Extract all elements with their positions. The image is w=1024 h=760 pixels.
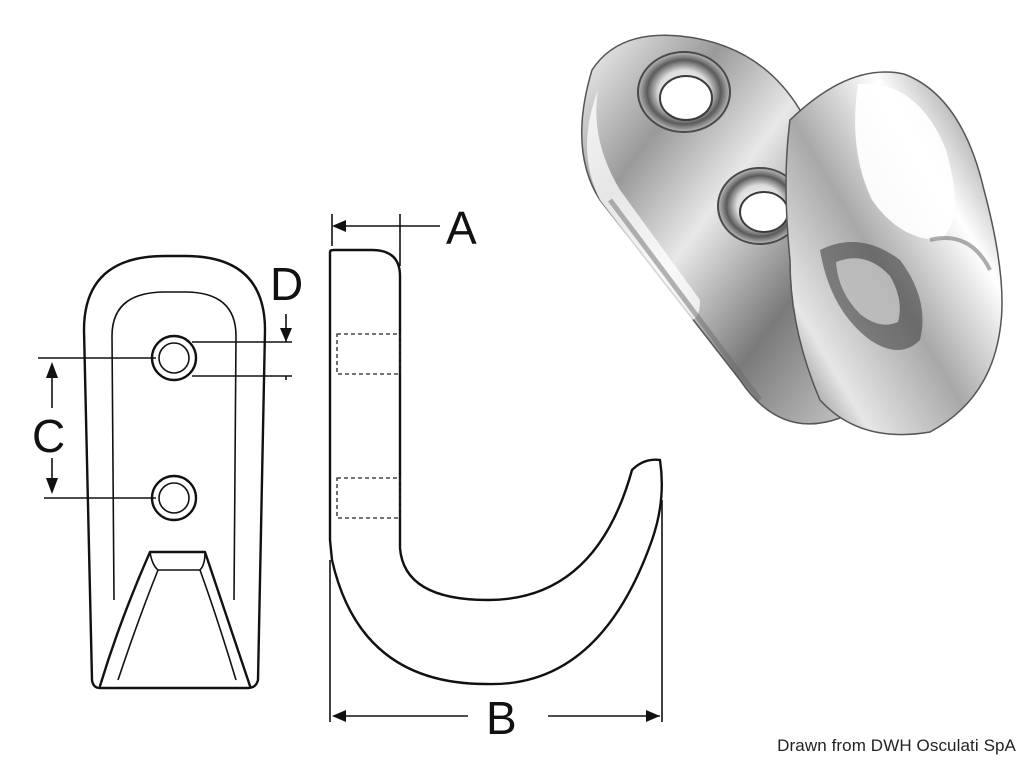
dimension-c: C <box>32 357 156 499</box>
dimension-d: D <box>192 258 303 380</box>
dimension-c-label: C <box>32 410 65 462</box>
image-credit: Drawn from DWH Osculati SpA <box>777 736 1016 755</box>
dimension-a-label: A <box>446 202 477 254</box>
front-view <box>82 254 267 690</box>
product-photo <box>580 34 1003 436</box>
dimension-b-label: B <box>486 692 517 744</box>
dimension-b: B <box>329 500 663 744</box>
dimension-a: A <box>331 202 477 266</box>
side-view <box>328 248 663 686</box>
dimension-d-label: D <box>270 258 303 310</box>
